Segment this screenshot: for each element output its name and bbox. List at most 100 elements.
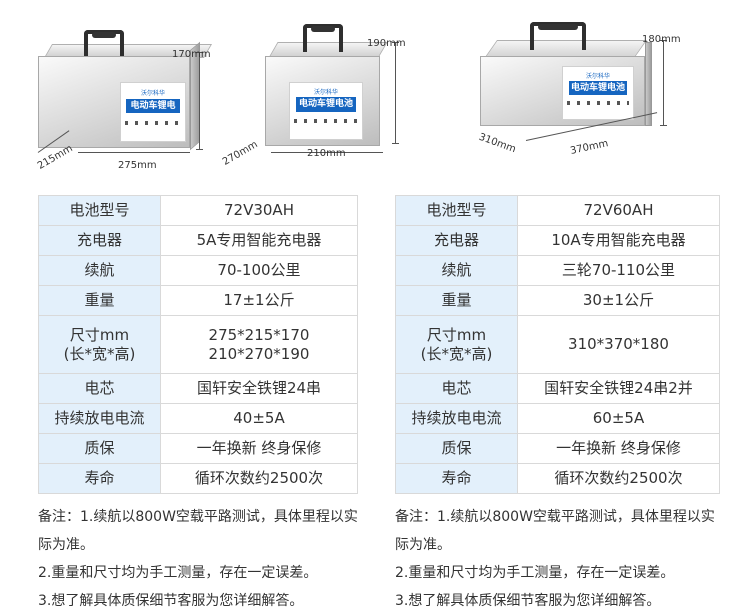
spec-value: 275*215*170 210*270*190 (160, 315, 358, 374)
battery-label: 沃尔科华 电动车锂电池 (120, 82, 186, 142)
depth-dimension: 310mm (477, 131, 518, 156)
spec-key: 尺寸mm (长*宽*高) (38, 315, 161, 374)
note-line: 备注：1.续航以800W空载平路测试，具体里程以实际为准。 (395, 509, 715, 553)
table-row: 质保 一年换新 终身保修 (395, 433, 720, 464)
spec-key-line: 尺寸mm (69, 325, 130, 344)
table-row: 尺寸mm (长*宽*高) 310*370*180 (395, 315, 720, 374)
table-row: 尺寸mm (长*宽*高) 275*215*170 210*270*190 (38, 315, 358, 374)
note-line: 3.想了解具体质保细节客服为您详细解答。 (38, 593, 304, 609)
notes-72v60ah: 备注：1.续航以800W空载平路测试，具体里程以实际为准。 2.重量和尺寸均为手… (395, 503, 725, 609)
spec-value: 60±5A (517, 403, 720, 434)
label-icons (124, 121, 182, 125)
spec-value-line: 210*270*190 (208, 344, 310, 363)
spec-value: 72V60AH (517, 195, 720, 226)
spec-key: 续航 (38, 255, 161, 286)
table-row: 续航 三轮70-110公里 (395, 255, 720, 286)
table-row: 电池型号 72V60AH (395, 195, 720, 226)
width-dimension-line (78, 152, 190, 153)
spec-key: 质保 (38, 433, 161, 464)
note-line: 2.重量和尺寸均为手工测量，存在一定误差。 (395, 565, 675, 581)
battery-product-image-2: 沃尔科华 电动车锂电池 190mm 270mm 210mm (215, 0, 406, 190)
spec-value: 三轮70-110公里 (517, 255, 720, 286)
depth-dimension: 270mm (220, 139, 260, 168)
spec-key-line: (长*宽*高) (420, 344, 493, 363)
battery-label: 沃尔科华 电动车锂电池 (562, 66, 634, 120)
handle-icon (303, 24, 343, 52)
spec-value: 一年换新 终身保修 (160, 433, 358, 464)
label-icons (294, 119, 358, 123)
battery-box-side (645, 42, 652, 126)
spec-key: 持续放电电流 (38, 403, 161, 434)
height-dimension: 190mm (367, 38, 406, 49)
spec-value: 一年换新 终身保修 (517, 433, 720, 464)
note-line: 3.想了解具体质保细节客服为您详细解答。 (395, 593, 661, 609)
spec-key: 充电器 (395, 225, 518, 256)
battery-label: 沃尔科华 电动车锂电池 (289, 82, 363, 140)
spec-key: 电池型号 (395, 195, 518, 226)
spec-value: 17±1公斤 (160, 285, 358, 316)
spec-value: 30±1公斤 (517, 285, 720, 316)
table-row: 充电器 10A专用智能充电器 (395, 225, 720, 256)
table-row: 重量 30±1公斤 (395, 285, 720, 316)
note-line: 2.重量和尺寸均为手工测量，存在一定误差。 (38, 565, 318, 581)
spec-value: 5A专用智能充电器 (160, 225, 358, 256)
handle-icon (84, 30, 124, 56)
label-brand: 沃尔科华 (585, 73, 610, 80)
spec-key: 电芯 (395, 373, 518, 404)
spec-value: 循环次数约2500次 (517, 463, 720, 494)
height-dimension: 180mm (642, 34, 681, 45)
spec-value: 310*370*180 (517, 315, 720, 374)
table-row: 持续放电电流 60±5A (395, 403, 720, 434)
spec-key: 电芯 (38, 373, 161, 404)
table-row: 续航 70-100公里 (38, 255, 358, 286)
height-dimension: 170mm (172, 49, 211, 60)
spec-value: 国轩安全铁锂24串 (160, 373, 358, 404)
spec-key-line: (长*宽*高) (63, 344, 136, 363)
width-dimension: 275mm (118, 160, 157, 171)
spec-value: 10A专用智能充电器 (517, 225, 720, 256)
spec-key: 电池型号 (38, 195, 161, 226)
spec-key: 尺寸mm (长*宽*高) (395, 315, 518, 374)
label-title: 电动车锂电池 (126, 99, 180, 125)
spec-value: 国轩安全铁锂24串2并 (517, 373, 720, 404)
spec-value: 72V30AH (160, 195, 358, 226)
label-brand: 沃尔科华 (313, 89, 338, 96)
spec-key: 重量 (395, 285, 518, 316)
table-row: 持续放电电流 40±5A (38, 403, 358, 434)
height-dimension-line (392, 42, 399, 144)
spec-key: 充电器 (38, 225, 161, 256)
label-brand: 沃尔科华 (140, 90, 165, 97)
spec-value: 40±5A (160, 403, 358, 434)
table-row: 电池型号 72V30AH (38, 195, 358, 226)
spec-table-72v60ah: 电池型号 72V60AH 充电器 10A专用智能充电器 续航 三轮70-110公… (395, 195, 720, 494)
spec-key: 寿命 (38, 463, 161, 494)
width-dimension-line (271, 152, 383, 153)
width-dimension: 370mm (569, 138, 610, 157)
spec-key: 寿命 (395, 463, 518, 494)
label-icons (567, 101, 629, 105)
table-row: 电芯 国轩安全铁锂24串2并 (395, 373, 720, 404)
spec-key: 重量 (38, 285, 161, 316)
spec-value-line: 275*215*170 (208, 325, 310, 344)
battery-product-image-3: 沃尔科华 电动车锂电池 180mm 310mm 370mm (460, 0, 750, 190)
table-row: 质保 一年换新 终身保修 (38, 433, 358, 464)
notes-72v30ah: 备注：1.续航以800W空载平路测试，具体里程以实际为准。 2.重量和尺寸均为手… (38, 503, 368, 609)
height-dimension-line (196, 52, 203, 150)
table-row: 寿命 循环次数约2500次 (395, 463, 720, 494)
table-row: 寿命 循环次数约2500次 (38, 463, 358, 494)
handle-icon (530, 22, 586, 50)
spec-key: 持续放电电流 (395, 403, 518, 434)
table-row: 充电器 5A专用智能充电器 (38, 225, 358, 256)
spec-key-line: 尺寸mm (426, 325, 487, 344)
table-row: 重量 17±1公斤 (38, 285, 358, 316)
spec-key: 续航 (395, 255, 518, 286)
label-title: 电动车锂电池 (568, 81, 628, 95)
label-title: 电动车锂电池 (295, 97, 357, 112)
spec-value: 循环次数约2500次 (160, 463, 358, 494)
spec-key: 质保 (395, 433, 518, 464)
table-row: 电芯 国轩安全铁锂24串 (38, 373, 358, 404)
spec-value: 70-100公里 (160, 255, 358, 286)
spec-table-72v30ah: 电池型号 72V30AH 充电器 5A专用智能充电器 续航 70-100公里 重… (38, 195, 358, 494)
width-dimension: 210mm (307, 148, 346, 159)
battery-product-image-1: 沃尔科华 电动车锂电池 170mm 215mm 275mm (0, 0, 240, 190)
